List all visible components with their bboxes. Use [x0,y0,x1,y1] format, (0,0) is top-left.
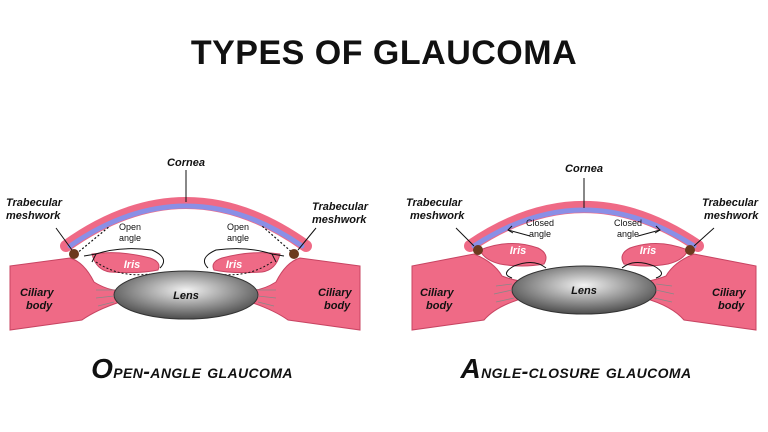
ciliary-label-right-2: body [324,300,351,312]
trabecular-label-right-2: meshwork [312,214,367,226]
iris-label-left: Iris [510,245,527,257]
ciliary-label-left-1: Ciliary [20,287,55,299]
trabecular-label-right-1: Trabecular [312,201,369,213]
iris-left [479,243,547,267]
trabecular-label-right-1: Trabecular [702,197,759,209]
open-angle-line-right [261,225,295,255]
open-angle-panel: Cornea Trabecular meshwork Trabecular me… [0,150,384,420]
angle-label-left-2: angle [529,229,551,239]
trabecular-label-left-1: Trabecular [406,197,463,209]
iris-right [212,252,281,274]
zonule-fibers [493,283,675,303]
cornea-label: Cornea [565,163,603,175]
ciliary-label-left-2: body [26,300,53,312]
closed-angle-arrow-right [637,225,661,237]
cornea [60,197,312,252]
angle-closure-caption: Angle-closure glaucoma [460,353,692,384]
cornea-label: Cornea [167,157,205,169]
angle-label-right-1: Closed [614,218,642,228]
iris-label-right: Iris [640,245,657,257]
open-angle-diagram: Cornea Trabecular meshwork Trabecular me… [6,157,369,331]
angle-label-left-2: angle [119,233,141,243]
fluid-flow-right [203,248,285,276]
ciliary-label-right-1: Ciliary [712,287,747,299]
ciliary-label-left-2: body [426,300,453,312]
ciliary-label-right-1: Ciliary [318,287,353,299]
trabecular-meshwork-right [289,249,299,259]
trabecular-label-left-1: Trabecular [6,197,63,209]
angle-label-left-1: Closed [526,218,554,228]
trabecular-meshwork-right [685,245,695,255]
fluid-flow-left [83,248,165,276]
trabecular-label-left-2: meshwork [410,210,465,222]
angle-closure-panel: Cornea Trabecular meshwork Trabecular me… [384,150,768,420]
angle-label-right-2: angle [617,229,639,239]
angle-label-right-2: angle [227,233,249,243]
trabecular-label-left-2: meshwork [6,210,61,222]
iris-label-left: Iris [124,259,141,271]
open-angle-caption: Open-angle glaucoma [91,353,293,384]
page-title: TYPES OF GLAUCOMA [190,34,578,72]
cornea [464,201,704,252]
lens-label: Lens [173,290,199,302]
ciliary-label-right-2: body [718,300,745,312]
angle-label-right-1: Open [227,222,249,232]
open-angle-line-left [75,225,111,255]
ciliary-label-left-1: Ciliary [420,287,455,299]
iris-left [91,252,160,274]
zonule-fibers [95,289,277,307]
iris-label-right: Iris [226,259,243,271]
lens [113,270,259,320]
trabecular-meshwork-left [473,245,483,255]
blocked-flow-left [506,262,547,279]
trabecular-meshwork-left [69,249,79,259]
trabecular-label-right-2: meshwork [704,210,759,222]
angle-label-left-1: Open [119,222,141,232]
blocked-flow-right [621,262,662,279]
lens-label: Lens [571,285,597,297]
angle-closure-diagram: Cornea Trabecular meshwork Trabecular me… [406,163,759,331]
closed-angle-arrow-left [507,225,531,237]
iris-right [621,243,689,267]
